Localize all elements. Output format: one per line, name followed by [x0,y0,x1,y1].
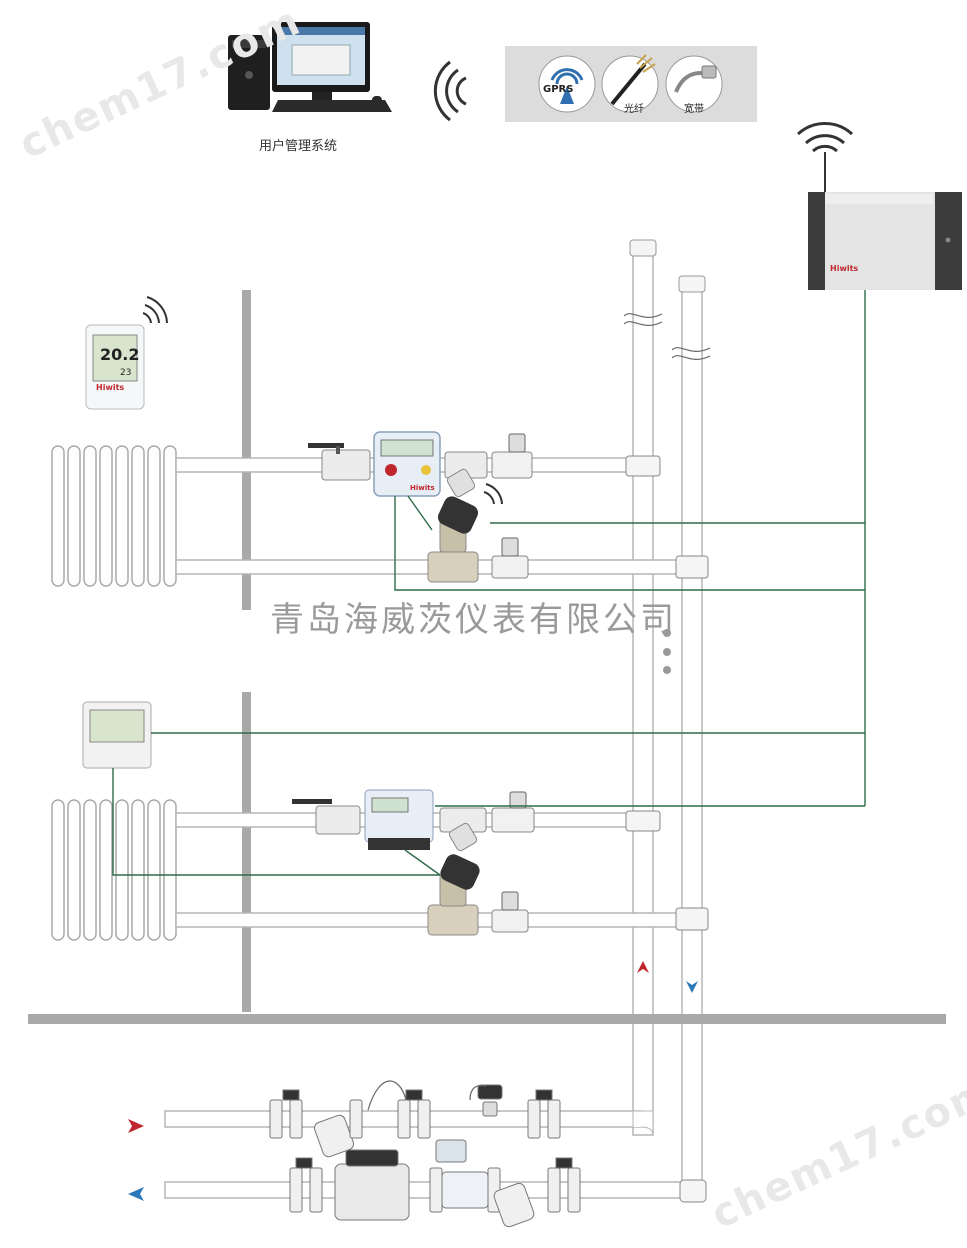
thermostat-sub: 23 [120,368,132,378]
broadband-label: 宽带 [684,104,704,115]
strainer [444,451,488,498]
strainer [439,807,487,852]
wall-upper [242,290,251,610]
heat-meter [373,431,441,497]
fiber-optic-icon [601,54,659,113]
computer-icon [228,22,392,112]
fiber-label: 光纤 [624,104,644,115]
supply-flow-arrow [637,961,649,973]
main-return-fittings [289,1139,581,1228]
floor-slab [28,1014,946,1024]
thermostat-temp: 20.2 [100,345,140,364]
signal-bus-lines [112,290,866,876]
thermostat-brand: Hiwits [96,383,125,392]
radiator-lower [51,799,177,941]
ultrasonic-heat-meter [364,789,434,850]
supply-riser [629,239,657,1136]
return-flow-arrow [686,981,698,993]
wireless-signal-icon [433,60,467,122]
company-name: 青岛海威茨仪表有限公司 [270,600,677,640]
supply-inlet-arrow [128,1119,144,1133]
gprs-icon [538,55,596,113]
wireless-signal-icon [142,296,168,324]
data-concentrator [808,192,962,290]
network-options-panel [505,46,757,122]
temperature-sensor [491,791,535,833]
wireless-signal-icon [483,483,503,505]
gprs-label: GPRS [543,84,574,95]
continuation-dots [663,629,671,674]
return-riser [678,275,706,1196]
meter-brand: Hiwits [410,484,435,492]
user-system-label: 用户管理系统 [259,139,338,154]
radiator-upper [51,445,177,587]
return-outlet-arrow [128,1187,144,1201]
control-valve [427,854,480,936]
room-thermostat-wired [82,701,152,769]
main-supply-fittings [269,1084,561,1158]
ball-valve [292,799,361,835]
wall-lower [242,692,251,1012]
wireless-signal-icon [796,122,854,153]
room-thermostat-wireless [85,324,145,410]
broadband-cable-icon [665,55,723,113]
temperature-sensor [491,433,533,479]
ball-valve [308,443,371,481]
control-valve [427,496,479,583]
concentrator-brand: Hiwits [830,264,859,273]
